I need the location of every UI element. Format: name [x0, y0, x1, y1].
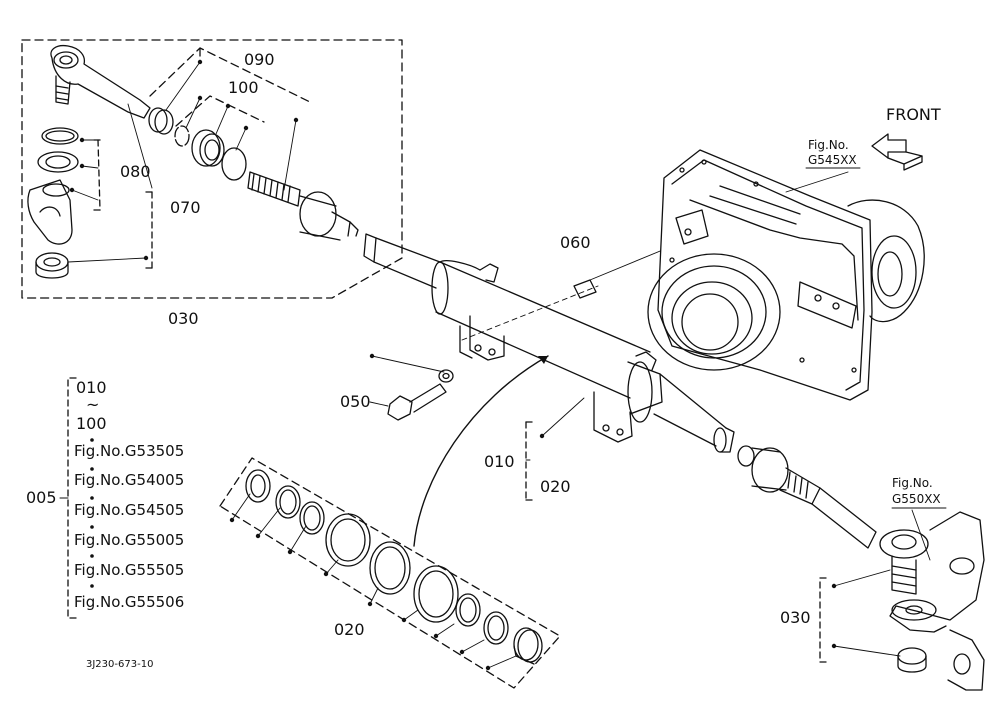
- front-direction-label: FRONT: [886, 105, 941, 124]
- kit-fig-ref: Fig.No.G53505: [74, 442, 185, 460]
- kit-fig-ref: Fig.No.G55506: [74, 593, 185, 611]
- part-number-050: 050: [340, 392, 371, 411]
- bushing-100: [191, 129, 225, 167]
- seal-kit-rings: [245, 469, 543, 665]
- bracket-100: [175, 95, 265, 127]
- front-direction-arrow: [871, 133, 923, 171]
- o-ring-100: [221, 147, 247, 181]
- drawing-code: 3J230-673-10: [86, 659, 154, 670]
- part-number-020-bottom: 020: [334, 620, 365, 639]
- assembly-030-outline: [21, 39, 403, 299]
- leader-dots-top-left: [69, 59, 299, 261]
- part-number-020-right: 020: [540, 477, 571, 496]
- part-number-090: 090: [244, 50, 275, 69]
- seal-kit-outline: [219, 457, 561, 689]
- inner-tie-rod: [247, 171, 359, 241]
- seal-kit-leaders: [231, 493, 517, 669]
- kit-fig-ref: Fig.No.G54505: [74, 501, 185, 519]
- part-number-010: 010: [484, 452, 515, 471]
- steering-cylinder: [363, 233, 735, 453]
- knuckle-fig-code: G550XX: [892, 492, 941, 506]
- ring-c: [42, 183, 70, 197]
- knuckle-fig-label: Fig.No.: [892, 476, 933, 490]
- part-number-005: 005: [26, 488, 57, 507]
- kit-range-from: 010: [76, 378, 107, 397]
- seal-b: [37, 151, 79, 173]
- bolt-050: [369, 353, 454, 421]
- part-number-100: 100: [228, 78, 259, 97]
- seal-kit-leader-dots: [229, 517, 491, 671]
- part-number-030-right: 030: [780, 608, 811, 627]
- kit-fig-ref: Fig.No.G54005: [74, 471, 185, 489]
- part-number-060: 060: [560, 233, 591, 252]
- kit-fig-ref: Fig.No.G55005: [74, 531, 185, 549]
- kit-range-tilde: ~: [86, 395, 100, 414]
- leader-lines-top-left: [67, 61, 297, 263]
- axle-housing: [647, 149, 925, 401]
- part-number-070: 070: [170, 198, 201, 217]
- lock-nut-090: [148, 107, 174, 135]
- kit-list-dots: [90, 438, 94, 588]
- part-number-080: 080: [120, 162, 151, 181]
- tie-rod-end-left: [50, 44, 151, 119]
- kit-range-to: 100: [76, 414, 107, 433]
- part-number-030-top: 030: [168, 309, 199, 328]
- snap-ring: [174, 125, 190, 147]
- nut-bottom-left: [35, 252, 69, 279]
- seal-kit-arrow: [413, 355, 549, 547]
- kit-fig-ref: Fig.No.G55505: [74, 561, 185, 579]
- housing-fig-label: Fig.No.: [808, 138, 849, 152]
- ring-a: [41, 127, 79, 145]
- housing-fig-code: G545XX: [808, 153, 857, 167]
- knuckle-arm-sketch: [27, 179, 73, 245]
- kit-list-bracket: [67, 377, 77, 619]
- tie-rod-right: [737, 445, 929, 595]
- bracket-080: [97, 139, 101, 211]
- bracket-030-right: [819, 577, 827, 663]
